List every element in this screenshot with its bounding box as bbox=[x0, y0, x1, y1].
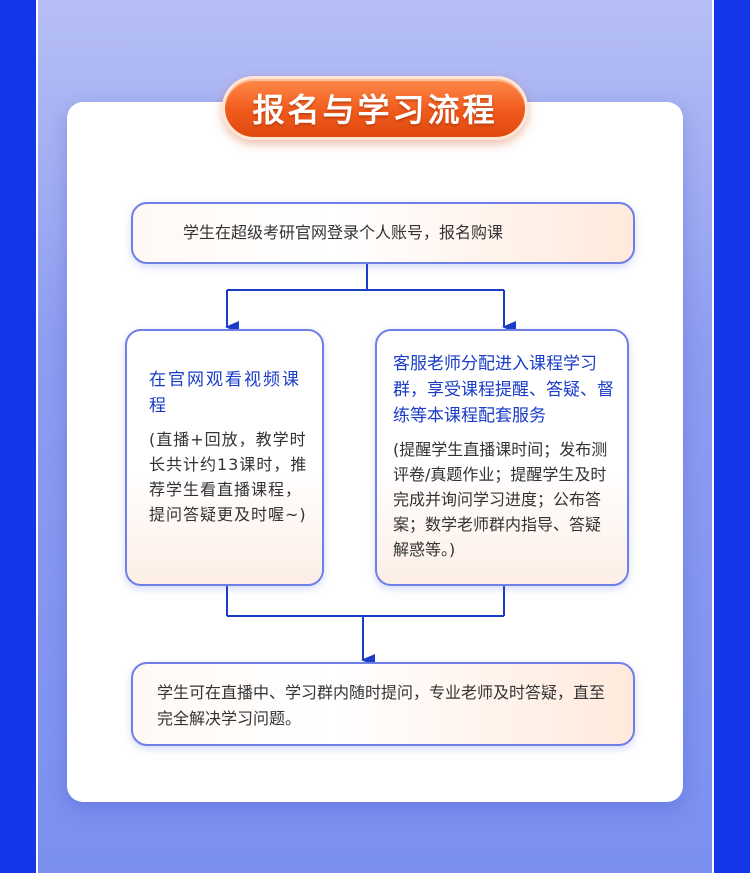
step-study-group-box: 客服老师分配进入课程学习群，享受课程提醒、答疑、督练等本课程配套服务 (提醒学生… bbox=[375, 329, 629, 586]
step-study-group-heading: 客服老师分配进入课程学习群，享受课程提醒、答疑、督练等本课程配套服务 bbox=[393, 354, 614, 426]
step-study-group-detail: (提醒学生直播课时间；发布测评卷/真题作业；提醒学生及时完成并询问学习进度；公布… bbox=[393, 440, 608, 559]
step-register-text: 学生在超级考研官网登录个人账号，报名购课 bbox=[183, 223, 504, 242]
step-register-box: 学生在超级考研官网登录个人账号，报名购课 bbox=[131, 202, 635, 264]
step-watch-video-detail: (直播+回放，教学时长共计约13课时，推荐学生看直播课程，提问答疑更及时喔~) bbox=[149, 430, 308, 524]
page-title: 报名与学习流程 bbox=[252, 91, 498, 129]
title-badge: 报名与学习流程 bbox=[222, 76, 528, 140]
step-watch-video-heading: 在官网观看视频课程 bbox=[149, 370, 301, 416]
right-frame-bar bbox=[714, 0, 750, 873]
step-watch-video-box: 在官网观看视频课程 (直播+回放，教学时长共计约13课时，推荐学生看直播课程，提… bbox=[125, 329, 324, 586]
step-answer-questions-box: 学生可在直播中、学习群内随时提问，专业老师及时答疑，直至完全解决学习问题。 bbox=[131, 662, 635, 746]
step-answer-questions-text: 学生可在直播中、学习群内随时提问，专业老师及时答疑，直至完全解决学习问题。 bbox=[157, 683, 606, 728]
left-frame-bar bbox=[0, 0, 36, 873]
